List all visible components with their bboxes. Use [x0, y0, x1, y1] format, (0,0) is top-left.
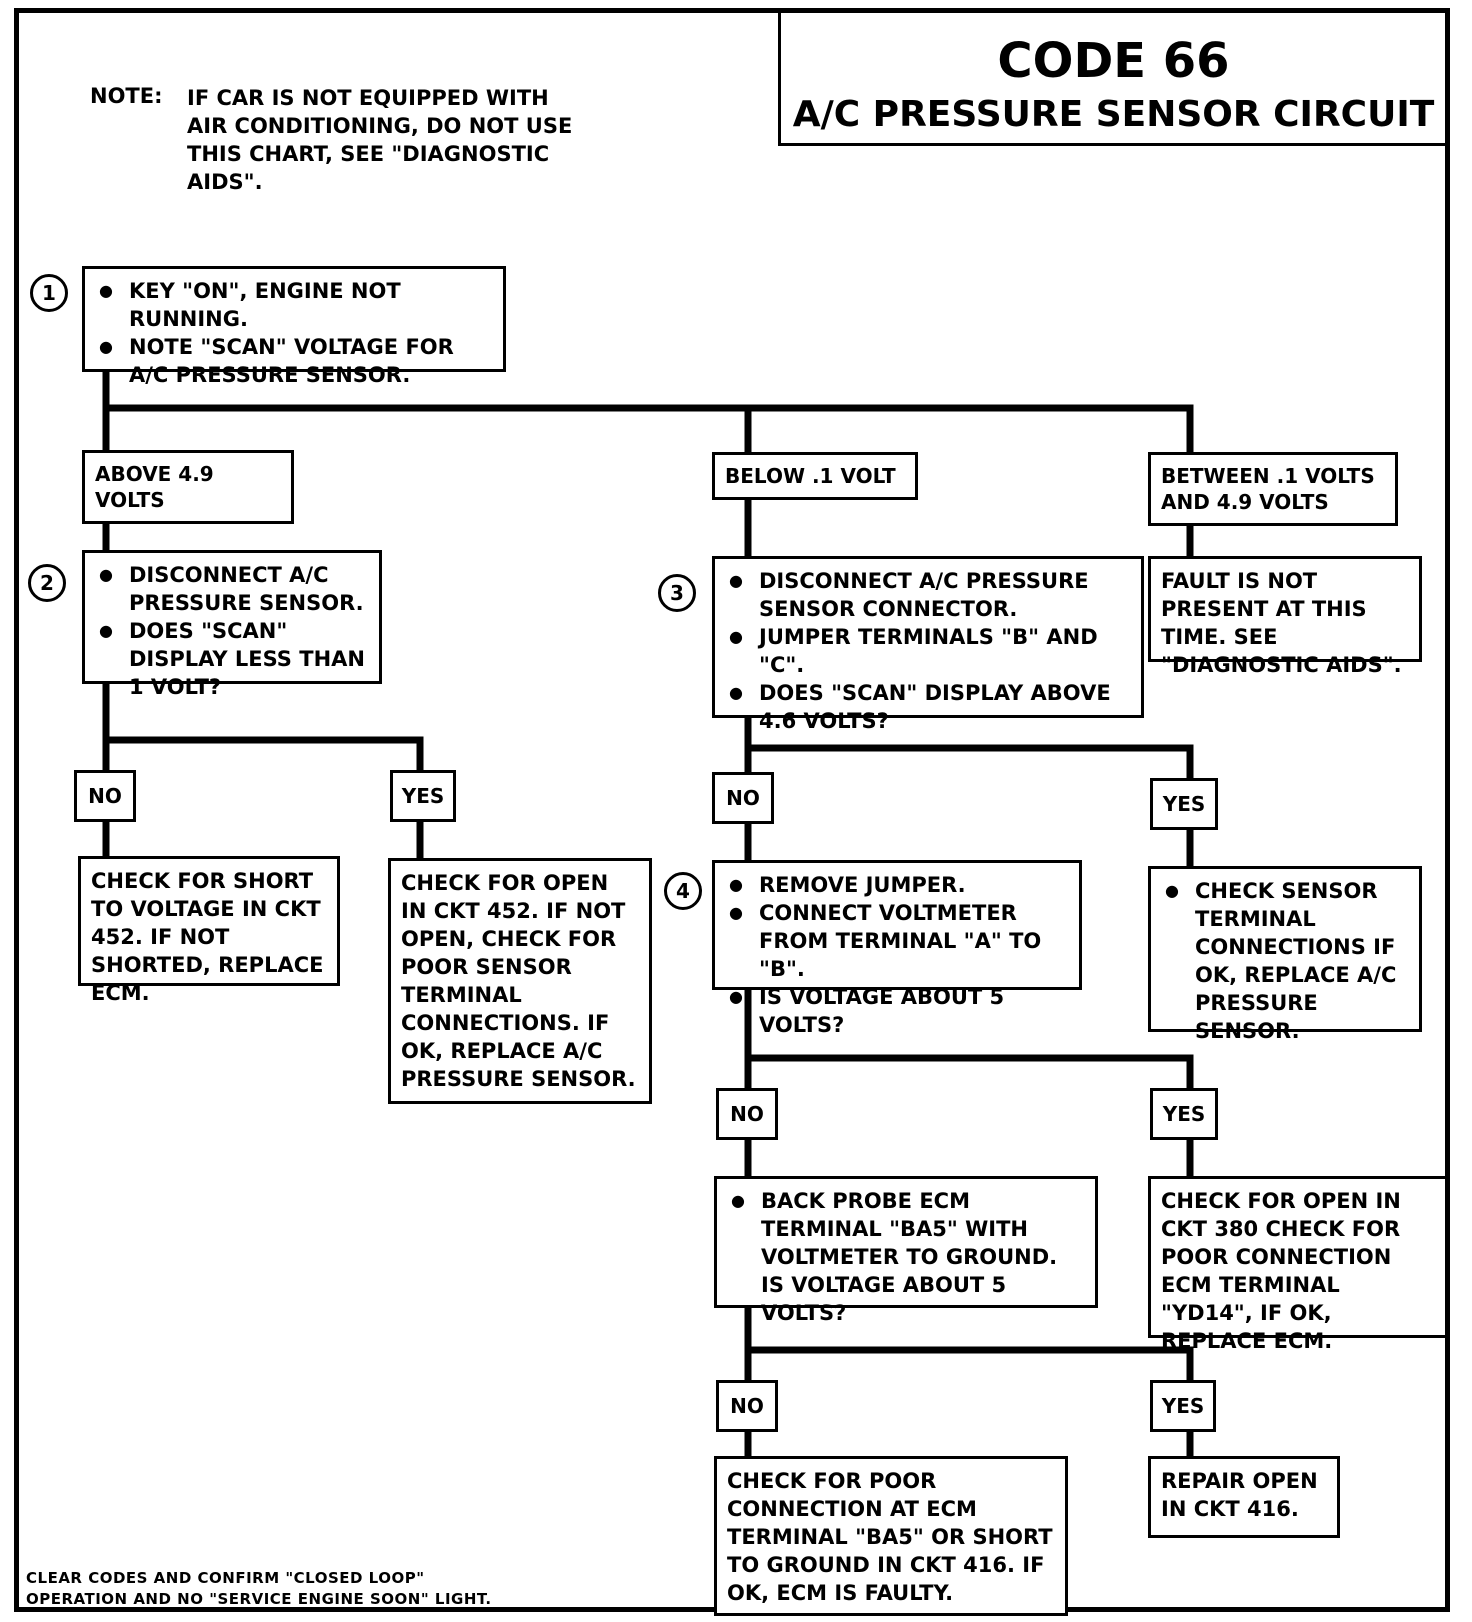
- branch-below-0-1: BELOW .1 VOLT: [712, 452, 918, 500]
- code-subtitle: A/C PRESSURE SENSOR CIRCUIT: [792, 94, 1435, 135]
- step-3-bullet: DOES "SCAN" DISPLAY ABOVE 4.6 VOLTS?: [725, 679, 1131, 735]
- fault-not-present-box: FAULT IS NOT PRESENT AT THIS TIME. SEE "…: [1148, 556, 1422, 677]
- step-3-no-label: NO: [712, 772, 774, 824]
- probe-yes-label: YES: [1150, 1380, 1216, 1432]
- repair-open-416-box: REPAIR OPEN IN CKT 416.: [1148, 1456, 1340, 1538]
- back-probe-box: BACK PROBE ECM TERMINAL "BA5" WITH VOLTM…: [714, 1176, 1098, 1325]
- step-2-no-label: NO: [74, 770, 136, 822]
- step-4-marker: 4: [664, 872, 702, 910]
- probe-no-label: NO: [716, 1380, 778, 1432]
- step-4-no-label: NO: [716, 1088, 778, 1140]
- check-sensor-box: CHECK SENSOR TERMINAL CONNECTIONS IF OK,…: [1148, 866, 1422, 1043]
- poor-connection-ba5-box: CHECK FOR POOR CONNECTION AT ECM TERMINA…: [714, 1456, 1068, 1616]
- step-1-bullet: KEY "ON", ENGINE NOT RUNNING.: [95, 277, 493, 333]
- step-3-bullet: DISCONNECT A/C PRESSURE SENSOR CONNECTOR…: [725, 567, 1131, 623]
- branch-above-4-9: ABOVE 4.9 VOLTS: [82, 450, 294, 524]
- step-3-box: DISCONNECT A/C PRESSURE SENSOR CONNECTOR…: [712, 556, 1144, 733]
- step-3-marker: 3: [658, 574, 696, 612]
- step-1-box: KEY "ON", ENGINE NOT RUNNING. NOTE "SCAN…: [82, 266, 506, 387]
- code-title: CODE 66: [997, 33, 1230, 89]
- note-text: IF CAR IS NOT EQUIPPED WITH AIR CONDITIO…: [187, 86, 573, 194]
- short-to-voltage-box: CHECK FOR SHORT TO VOLTAGE IN CKT 452. I…: [78, 856, 340, 1005]
- step-4-bullet: REMOVE JUMPER.: [725, 871, 1069, 899]
- step-4-bullet: IS VOLTAGE ABOUT 5 VOLTS?: [725, 983, 1069, 1039]
- back-probe-text: BACK PROBE ECM TERMINAL "BA5" WITH VOLTM…: [727, 1187, 1085, 1327]
- footer-line-1: CLEAR CODES AND CONFIRM "CLOSED LOOP": [26, 1569, 425, 1587]
- open-ckt-452-box: CHECK FOR OPEN IN CKT 452. IF NOT OPEN, …: [388, 858, 652, 1104]
- step-1-marker: 1: [30, 274, 68, 312]
- title-block: CODE 66 A/C PRESSURE SENSOR CIRCUIT: [778, 10, 1446, 146]
- step-4-yes-label: YES: [1150, 1088, 1218, 1140]
- step-4-bullet: CONNECT VOLTMETER FROM TERMINAL "A" TO "…: [725, 899, 1069, 983]
- check-sensor-text: CHECK SENSOR TERMINAL CONNECTIONS IF OK,…: [1161, 877, 1409, 1045]
- step-2-marker: 2: [28, 564, 66, 602]
- footer-note: CLEAR CODES AND CONFIRM "CLOSED LOOP" OP…: [26, 1568, 492, 1610]
- footer-line-2: OPERATION AND NO "SERVICE ENGINE SOON" L…: [26, 1590, 492, 1608]
- step-2-box: DISCONNECT A/C PRESSURE SENSOR. DOES "SC…: [82, 550, 382, 699]
- note-label: NOTE:: [90, 84, 163, 108]
- step-3-bullet: JUMPER TERMINALS "B" AND "C".: [725, 623, 1131, 679]
- step-4-box: REMOVE JUMPER. CONNECT VOLTMETER FROM TE…: [712, 860, 1082, 1037]
- step-1-bullet: NOTE "SCAN" VOLTAGE FOR A/C PRESSURE SEN…: [95, 333, 493, 389]
- step-2-bullet: DOES "SCAN" DISPLAY LESS THAN 1 VOLT?: [95, 617, 369, 701]
- open-ckt-380-box: CHECK FOR OPEN IN CKT 380 CHECK FOR POOR…: [1148, 1176, 1448, 1353]
- step-2-bullet: DISCONNECT A/C PRESSURE SENSOR.: [95, 561, 369, 617]
- step-3-yes-label: YES: [1150, 778, 1218, 830]
- step-2-yes-label: YES: [390, 770, 456, 822]
- branch-between: BETWEEN .1 VOLTS AND 4.9 VOLTS: [1148, 452, 1398, 526]
